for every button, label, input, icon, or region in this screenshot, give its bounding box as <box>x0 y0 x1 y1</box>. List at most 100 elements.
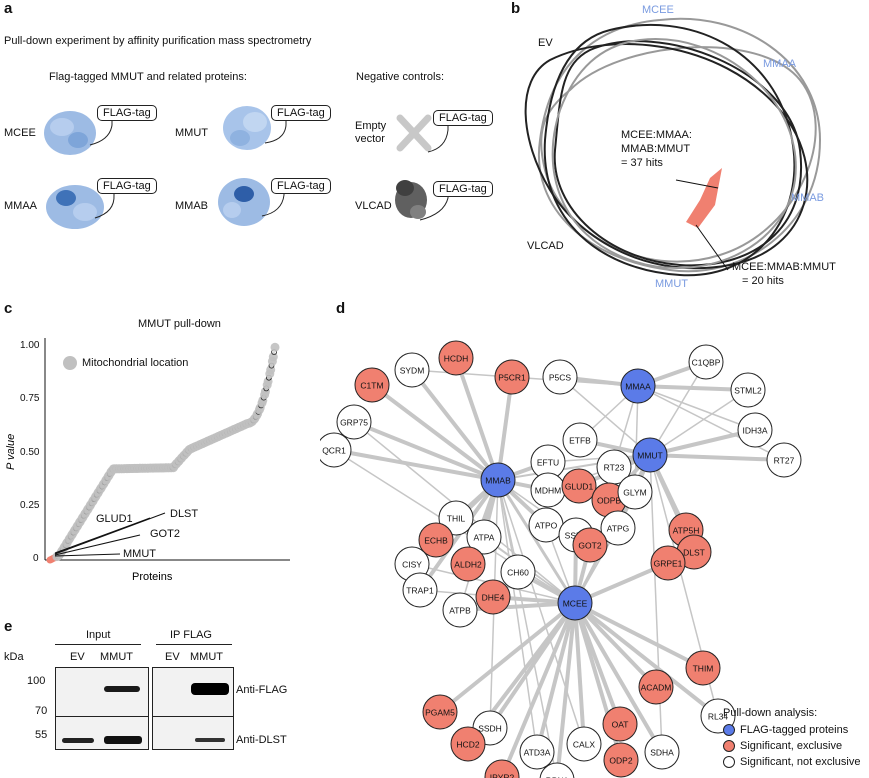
network-node-mmut: MMUT <box>632 437 668 473</box>
group-underline <box>55 644 141 645</box>
network-edge <box>649 454 663 753</box>
network-node-thil: THIL <box>438 500 474 536</box>
node-label: ATPA <box>474 533 495 543</box>
blot-label-dlst: Anti-DLST <box>236 734 287 746</box>
venn-annotation-line: MCEE:MMAA: <box>621 129 692 141</box>
network-node-dhe4: DHE4 <box>475 579 511 615</box>
network-edge <box>438 601 577 714</box>
node-circle <box>422 694 458 730</box>
node-label: GLUD1 <box>565 482 594 492</box>
node-circle <box>617 474 653 510</box>
band <box>104 686 140 692</box>
venn-label-mmaa: MMAA <box>763 58 796 70</box>
node-circle <box>650 545 686 581</box>
flag-tag-box-mmaa: FLAG-tag <box>97 178 157 194</box>
node-circle <box>475 579 511 615</box>
node-label: EFTU <box>537 458 559 468</box>
node-label: ATP5H <box>673 526 700 536</box>
node-label: QCR1 <box>322 446 346 456</box>
band <box>191 683 229 695</box>
panel-a-title: Pull-down experiment by affinity purific… <box>4 35 312 47</box>
tick-label: 0.50 <box>20 447 40 458</box>
band <box>104 736 142 744</box>
network-node-atd3a: ATD3A <box>519 734 555 770</box>
empty-vector-label: Empty vector <box>355 120 387 145</box>
network-node-trap1: TRAP1 <box>402 572 438 608</box>
node-label: IPYR2 <box>490 773 515 778</box>
network-node-hcd2: HCD2 <box>450 726 486 762</box>
node-circle <box>620 368 656 404</box>
panel-e-label: e <box>4 618 13 635</box>
pvalue-points <box>46 342 280 564</box>
network-node-c1qbp: C1QBP <box>688 344 724 380</box>
pvalue-plot: 1.00 0.75 0.50 0.25 0 P value Proteins <box>5 338 290 583</box>
node-label: IDH3A <box>742 426 767 436</box>
network-edge <box>555 602 577 778</box>
node-label: RT27 <box>774 456 795 466</box>
network-edge <box>649 428 756 457</box>
y-axis-label: P value <box>5 434 17 470</box>
legend-label: Significant, exclusive <box>740 740 843 752</box>
legend-swatch <box>723 756 735 768</box>
node-label: P5CR1 <box>498 373 526 383</box>
network-edge <box>497 479 585 745</box>
network-edge <box>497 479 558 778</box>
node-circle <box>484 759 520 778</box>
node-label: C1TM <box>360 381 383 391</box>
node-label: HCD2 <box>456 740 479 750</box>
x-axis-label: Proteins <box>132 571 173 583</box>
node-circle <box>466 519 502 555</box>
network-edge <box>637 384 749 392</box>
node-label: DHE4 <box>482 593 505 603</box>
node-circle <box>766 442 802 478</box>
node-circle <box>450 546 486 582</box>
node-label: MMAA <box>625 382 651 392</box>
network-edge <box>454 357 500 481</box>
node-label: SYDM <box>400 366 425 376</box>
node-label: RPN1 <box>546 776 569 778</box>
network-node-sdha: SDHA <box>644 734 680 770</box>
node-circle <box>519 734 555 770</box>
network-node-odp2: ODP2 <box>603 742 639 778</box>
node-circle <box>685 650 721 686</box>
node-label: SDHA <box>650 748 674 758</box>
node-label: GOT2 <box>578 541 601 551</box>
network-node-dlst: DLST <box>676 534 712 570</box>
panel-a-graphics <box>44 106 449 229</box>
lane-ev-input: EV <box>70 651 85 663</box>
node-label: GRP75 <box>340 418 368 428</box>
network-edge <box>353 420 499 482</box>
venn-set-vlcad <box>543 23 796 277</box>
network-edge <box>410 368 500 482</box>
network-node-glud1: GLUD1 <box>561 468 597 504</box>
network-node-qcr1: QCR1 <box>320 432 352 468</box>
legend-label: FLAG-tagged proteins <box>740 724 849 736</box>
node-label: MMAB <box>485 476 511 486</box>
blot-ip-flag <box>152 667 234 717</box>
network-node-stml2: STML2 <box>730 372 766 408</box>
node-label: GRPE1 <box>654 559 683 569</box>
mcee-protein-image <box>44 111 96 155</box>
node-circle <box>494 359 530 395</box>
tick-label: 0.25 <box>20 500 40 511</box>
node-circle <box>632 437 668 473</box>
network-node-etfb: ETFB <box>562 422 598 458</box>
venn-annotation-line: MCEE:MMAB:MMUT <box>732 261 836 273</box>
venn-label-mcee: MCEE <box>642 4 674 16</box>
mcee-label: MCEE <box>4 127 36 139</box>
node-circle <box>730 372 766 408</box>
network-node-mmaa: MMAA <box>620 368 656 404</box>
node-circle <box>394 352 430 388</box>
node-circle <box>542 359 578 395</box>
vlcad-label: VLCAD <box>355 200 392 212</box>
venn-annotation-37-hits: MCEE:MMAA: MMAB:MMUT = 37 hits <box>621 128 692 170</box>
label-dlst: DLST <box>170 508 199 520</box>
panel-b-label: b <box>511 0 521 17</box>
mmut-protein-image <box>223 106 271 150</box>
venn-annotation-line: = 20 hits <box>742 275 784 287</box>
network-legend-title: Pull-down analysis: <box>723 707 818 719</box>
node-label: ODPB <box>597 496 621 506</box>
venn-label-mmut: MMUT <box>655 278 688 290</box>
